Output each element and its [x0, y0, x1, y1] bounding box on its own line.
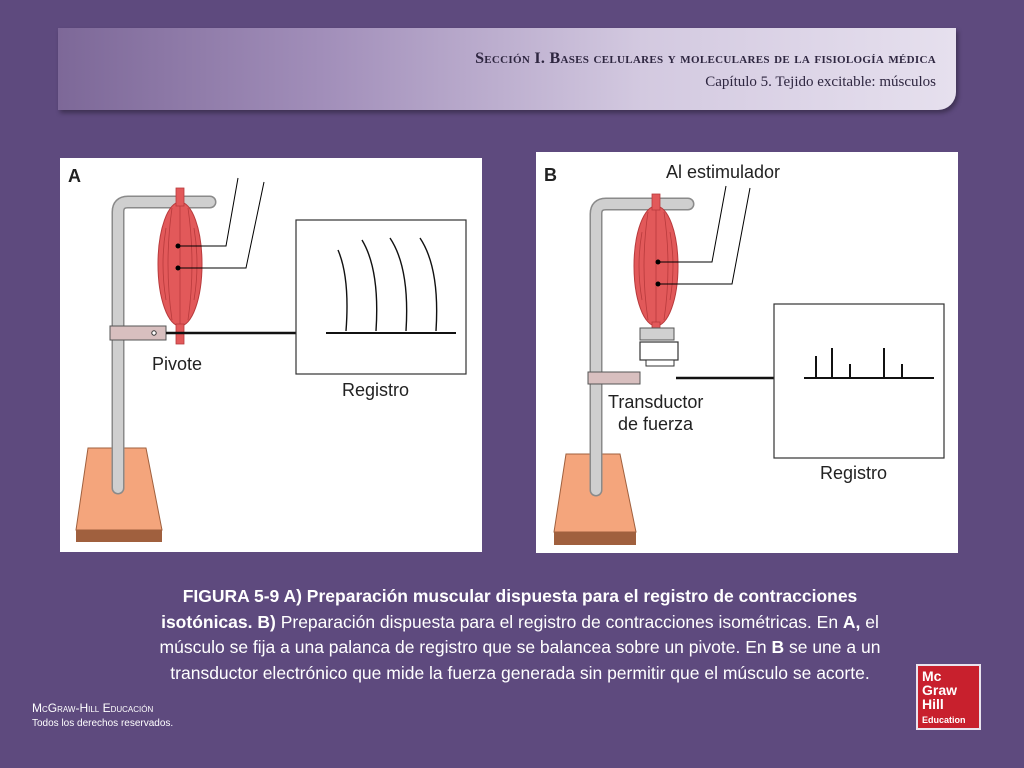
- pivot-point: [151, 330, 157, 336]
- publisher-name: McGraw-Hill Educación: [32, 701, 154, 715]
- isotonic-diagram: Pivote A Registro: [68, 166, 467, 542]
- caption-text-2: el músculo se fija a una palanca de regi…: [159, 611, 879, 658]
- stimulator-label: Al estimulador: [666, 162, 780, 182]
- caption-ref-b: B: [771, 637, 785, 657]
- panel-letter-b: B: [544, 165, 557, 185]
- transducer-label-line2: de fuerza: [618, 414, 694, 434]
- muscle-fibers: [638, 208, 674, 324]
- logo-line-3: Hill: [922, 696, 944, 712]
- panel-letter-a: A: [68, 166, 81, 186]
- pivot-label: Pivote: [152, 354, 202, 374]
- muscle-fibers: [162, 204, 198, 324]
- transducer-label-line1: Transductor: [608, 392, 703, 412]
- muscle-tendon-top: [651, 193, 661, 211]
- figure-caption: FIGURA 5-9 A) Preparación muscular dispu…: [150, 584, 890, 686]
- caption-text-1: Preparación dispuesta para el registro d…: [275, 611, 843, 632]
- mcgraw-hill-logo: Mc Graw Hill Education: [916, 664, 981, 730]
- muscle-tendon-top: [175, 187, 185, 207]
- stand-base-edge: [554, 532, 636, 545]
- logo-line-4: Education: [922, 715, 966, 725]
- section-title: Sección I. Bases celulares y moleculares…: [475, 50, 936, 67]
- record-label-b: Registro: [820, 463, 887, 483]
- stand-pole: [113, 197, 215, 493]
- figure-panel-b: Al estimulador B Transductor de fuerza R…: [536, 152, 958, 553]
- record-box: [773, 303, 945, 459]
- logo-line-1: Mc: [922, 668, 942, 684]
- isotonic-traces: [337, 237, 438, 332]
- transducer-top: [639, 327, 675, 341]
- stand-base-edge: [76, 530, 162, 542]
- header-band: Sección I. Bases celulares y moleculares…: [58, 28, 956, 110]
- isometric-diagram: Al estimulador B Transductor de fuerza R…: [544, 162, 945, 545]
- caption-ref-a: A,: [842, 611, 861, 632]
- transducer-body: [639, 341, 679, 361]
- caption-title: FIGURA 5-9 A) Preparación muscular dispu…: [161, 586, 858, 632]
- rights-notice: Todos los derechos reservados.: [32, 718, 174, 729]
- stand-pole: [591, 199, 693, 495]
- logo-line-2: Graw: [922, 682, 958, 698]
- pointer-lines: [178, 177, 265, 269]
- record-box: [295, 219, 467, 375]
- chapter-title: Capítulo 5. Tejido excitable: músculos: [705, 74, 936, 90]
- record-label-a: Registro: [342, 380, 409, 400]
- isometric-spikes: [815, 348, 903, 378]
- pointer-lines: [658, 185, 751, 285]
- caption-text-3: se une a un transductor electrónico que …: [170, 637, 881, 683]
- transducer-bottom: [645, 359, 675, 367]
- pivot-clamp: [109, 325, 167, 341]
- figure-panel-a: Pivote A Registro: [60, 158, 482, 552]
- transducer-clamp: [587, 371, 641, 385]
